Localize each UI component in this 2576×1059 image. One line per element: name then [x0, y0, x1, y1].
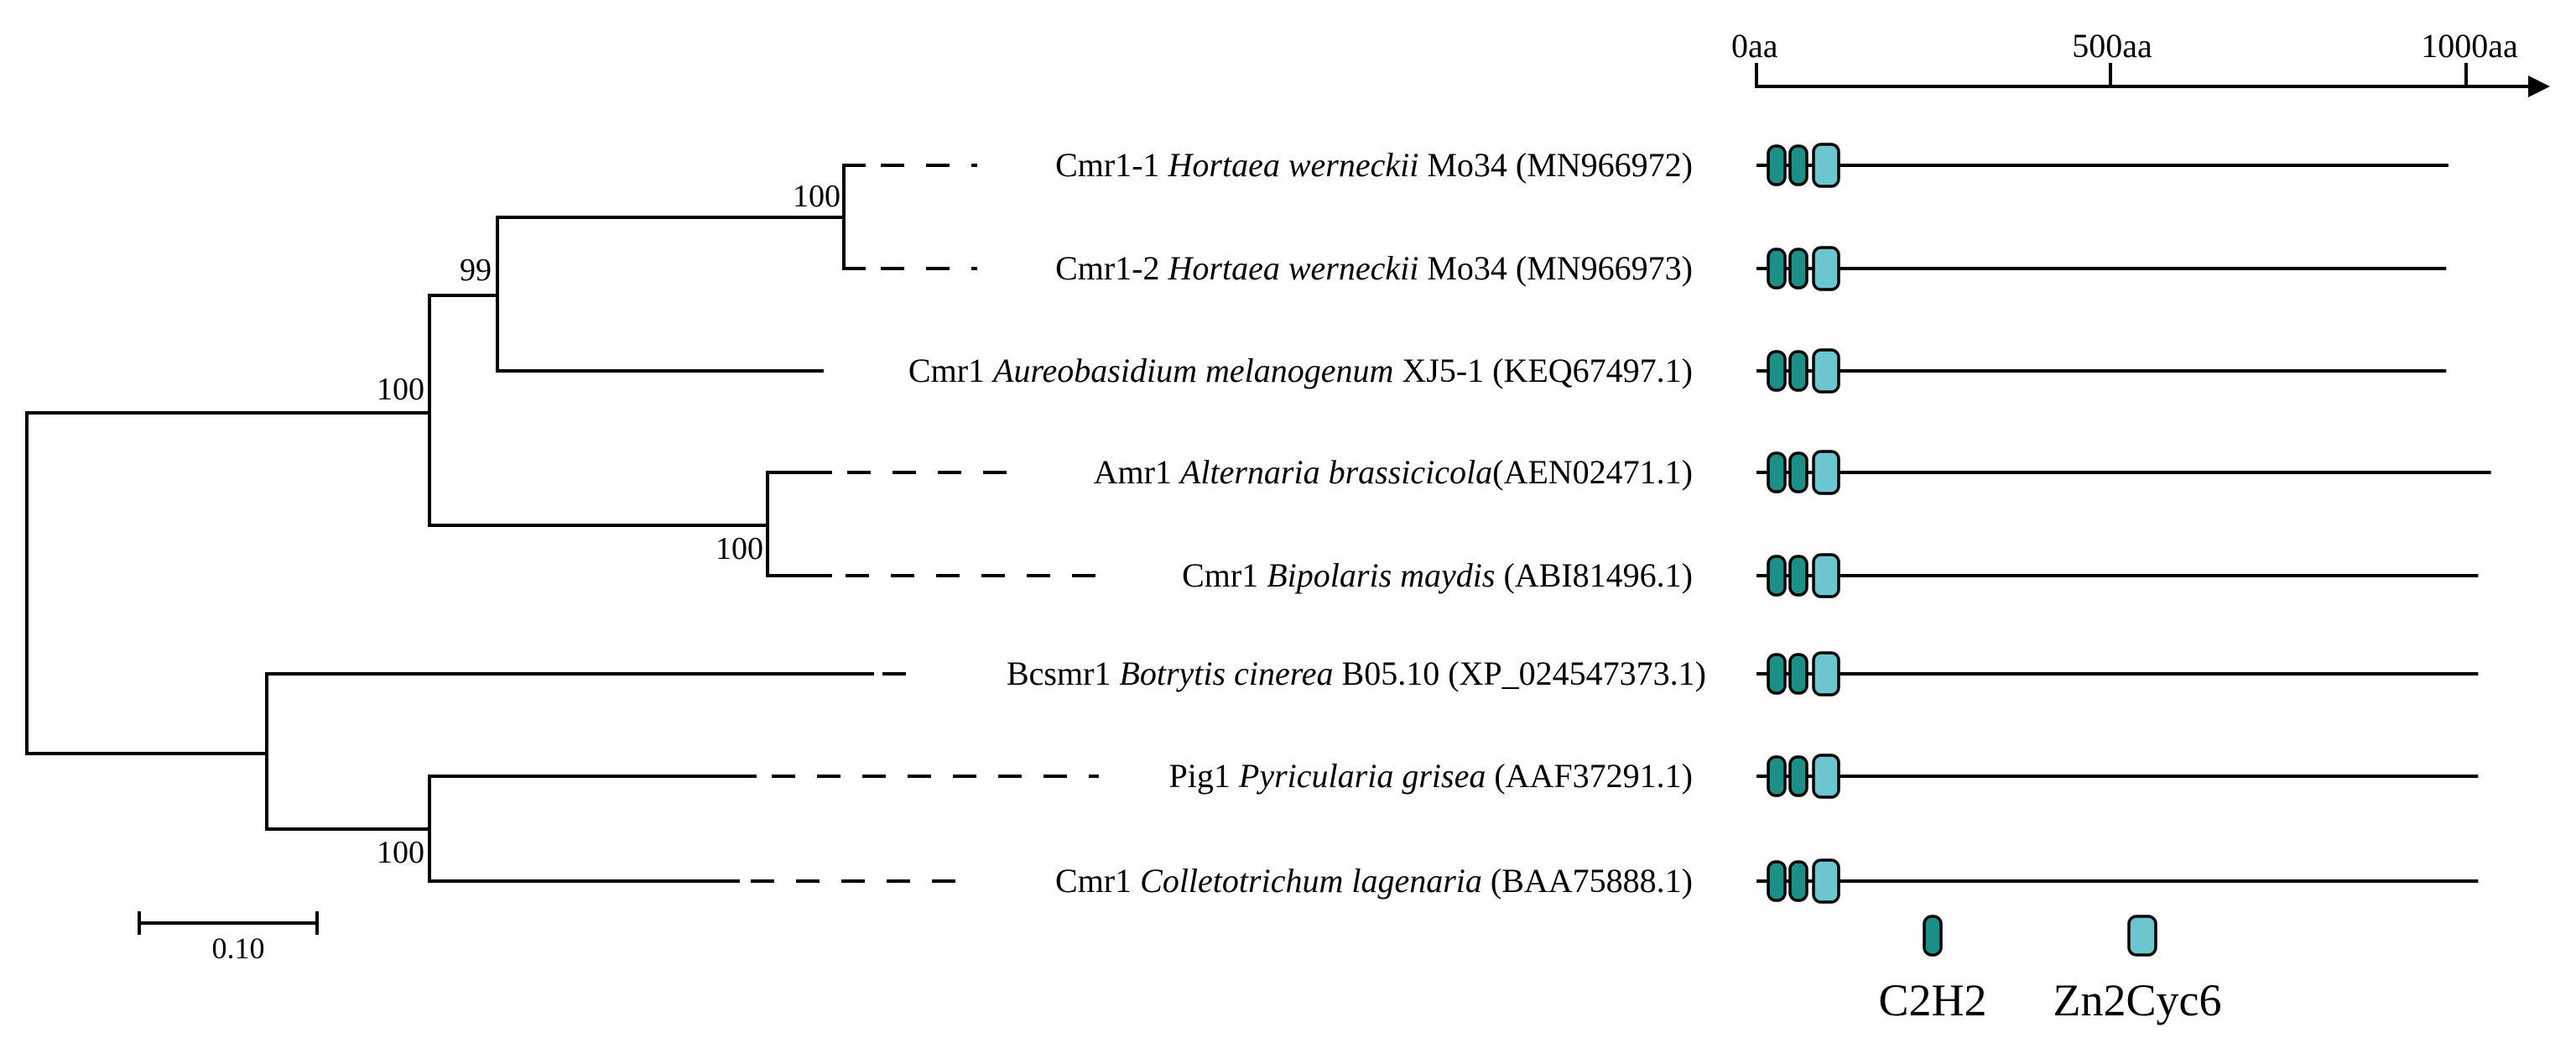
- taxon-label: Bcsmr1 Botrytis cinerea B05.10 (XP_02454…: [1007, 655, 1706, 692]
- c2h2-domain: [1788, 555, 1808, 597]
- scale-bar-label: 0.10: [212, 931, 265, 965]
- c2h2-domain: [1788, 248, 1808, 290]
- length-axis: 0aa 500aa 1000aa: [1731, 27, 2550, 97]
- c2h2-domain: [1767, 248, 1787, 290]
- zn2cyc6-domain: [1812, 651, 1840, 696]
- legend-c2h2-swatch: [1923, 915, 1943, 957]
- taxon-label: Cmr1 Bipolaris maydis (ABI81496.1): [1182, 556, 1693, 594]
- taxon-labels: Cmr1-1 Hortaea werneckii Mo34 (MN966972)…: [908, 146, 1706, 900]
- zn2cyc6-domain: [1812, 143, 1840, 188]
- c2h2-domain: [1788, 451, 1808, 493]
- length-axis-label-500: 500aa: [2072, 27, 2152, 65]
- zn2cyc6-domain: [1812, 553, 1840, 598]
- c2h2-domain: [1767, 755, 1787, 797]
- zn2cyc6-domain: [1812, 246, 1840, 291]
- bootstrap-values: 100 99 100 100 100: [377, 179, 840, 870]
- domain-legend: C2H2 Zn2Cyc6: [1878, 915, 2222, 1025]
- legend-c2h2-label: C2H2: [1878, 975, 1986, 1025]
- c2h2-domain: [1788, 350, 1808, 392]
- scale-bar: 0.10: [138, 911, 319, 965]
- length-axis-label-1000: 1000aa: [2421, 27, 2518, 65]
- c2h2-domain: [1767, 555, 1787, 597]
- taxon-label: Pig1 Pyricularia grisea (AAF37291.1): [1169, 757, 1693, 795]
- c2h2-domain: [1788, 144, 1808, 186]
- bootstrap-sordario: 100: [377, 835, 424, 870]
- c2h2-domain: [1767, 350, 1787, 392]
- taxon-label: Cmr1 Colletotrichum lagenaria (BAA75888.…: [1055, 862, 1693, 900]
- taxon-label: Amr1 Alternaria brassicicola(AEN02471.1): [1094, 453, 1693, 491]
- c2h2-domain: [1788, 860, 1808, 902]
- zn2cyc6-domain: [1812, 450, 1840, 495]
- legend-zn2cyc6-label: Zn2Cyc6: [2053, 975, 2222, 1025]
- dashed-leaders: [751, 164, 1116, 883]
- taxon-label: Cmr1-1 Hortaea werneckii Mo34 (MN966972): [1055, 146, 1693, 184]
- phylogenetic-tree: [25, 164, 874, 883]
- c2h2-domain: [1767, 653, 1787, 695]
- legend-zn2cyc6-swatch: [2127, 915, 2157, 957]
- c2h2-domain: [1788, 755, 1808, 797]
- zn2cyc6-domain: [1812, 348, 1840, 394]
- protein-architectures: [1756, 143, 2491, 904]
- c2h2-domain: [1767, 144, 1787, 186]
- bootstrap-hortaea: 100: [793, 179, 840, 214]
- zn2cyc6-domain: [1812, 754, 1840, 799]
- c2h2-domain: [1767, 451, 1787, 493]
- taxon-label: Cmr1 Aureobasidium melanogenum XJ5-1 (KE…: [908, 352, 1693, 389]
- c2h2-domain: [1788, 653, 1808, 695]
- length-axis-label-0: 0aa: [1731, 27, 1778, 65]
- taxon-label: Cmr1-2 Hortaea werneckii Mo34 (MN966973): [1055, 249, 1693, 287]
- bootstrap-upper-clade: 100: [377, 372, 424, 407]
- zn2cyc6-domain: [1812, 858, 1840, 904]
- c2h2-domain: [1767, 860, 1787, 902]
- bootstrap-node-99: 99: [460, 253, 492, 288]
- bootstrap-pleosporales: 100: [716, 531, 763, 566]
- length-axis-arrowhead: [2528, 76, 2550, 97]
